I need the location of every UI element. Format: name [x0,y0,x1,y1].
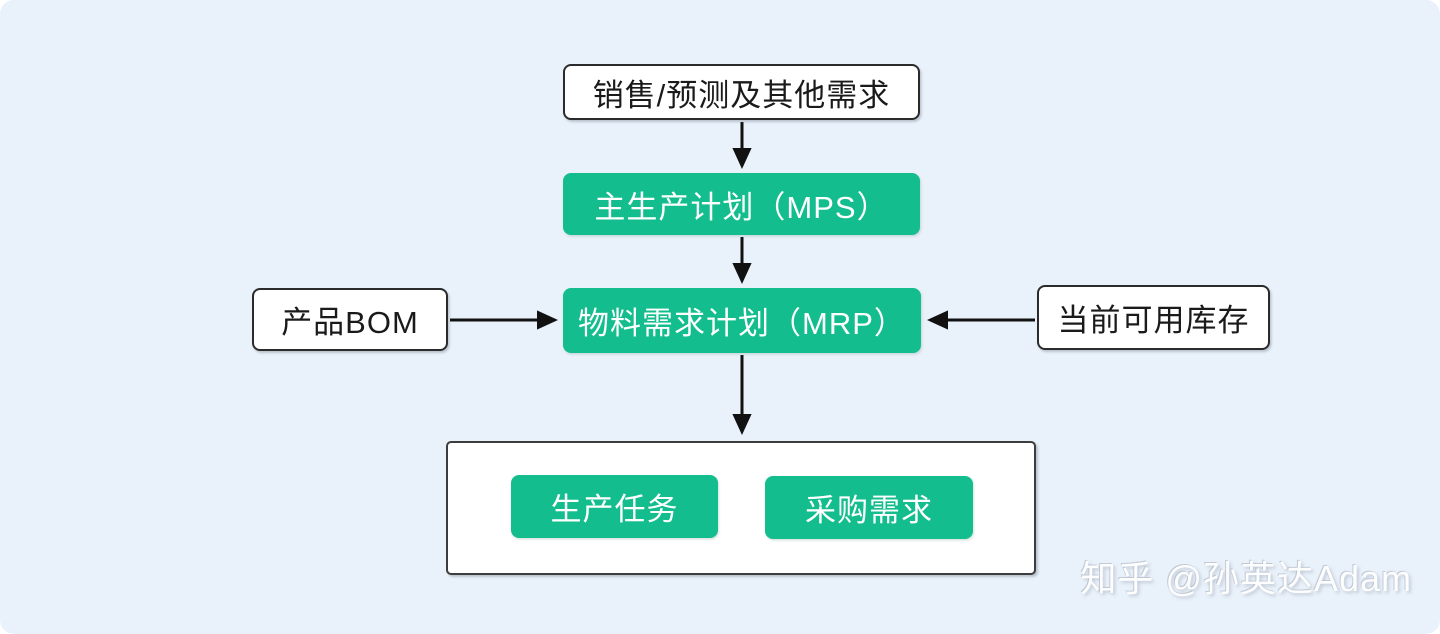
node-production-task: 生产任务 [511,475,718,538]
node-available-inventory-label: 当前可用库存 [1057,303,1250,338]
zhihu-watermark-text: 知乎 @孙英达Adam [1080,558,1412,599]
node-sales-forecast-demand: 销售/预测及其他需求 [563,64,920,120]
node-master-production-schedule: 主生产计划（MPS） [563,173,920,235]
node-product-bom: 产品BOM [252,288,448,351]
zhihu-watermark: 知乎 @孙英达Adam [1080,550,1412,602]
node-sales-forecast-demand-label: 销售/预测及其他需求 [592,77,891,113]
node-material-requirements-planning: 物料需求计划（MRP） [563,288,921,353]
node-material-requirements-planning-label: 物料需求计划（MRP） [578,306,906,341]
node-product-bom-label: 产品BOM [281,305,419,340]
node-purchase-demand: 采购需求 [765,476,973,539]
node-available-inventory: 当前可用库存 [1037,285,1270,350]
node-production-task-label: 生产任务 [550,492,679,527]
node-master-production-schedule-label: 主生产计划（MPS） [594,189,889,225]
node-purchase-demand-label: 采购需求 [805,493,933,528]
